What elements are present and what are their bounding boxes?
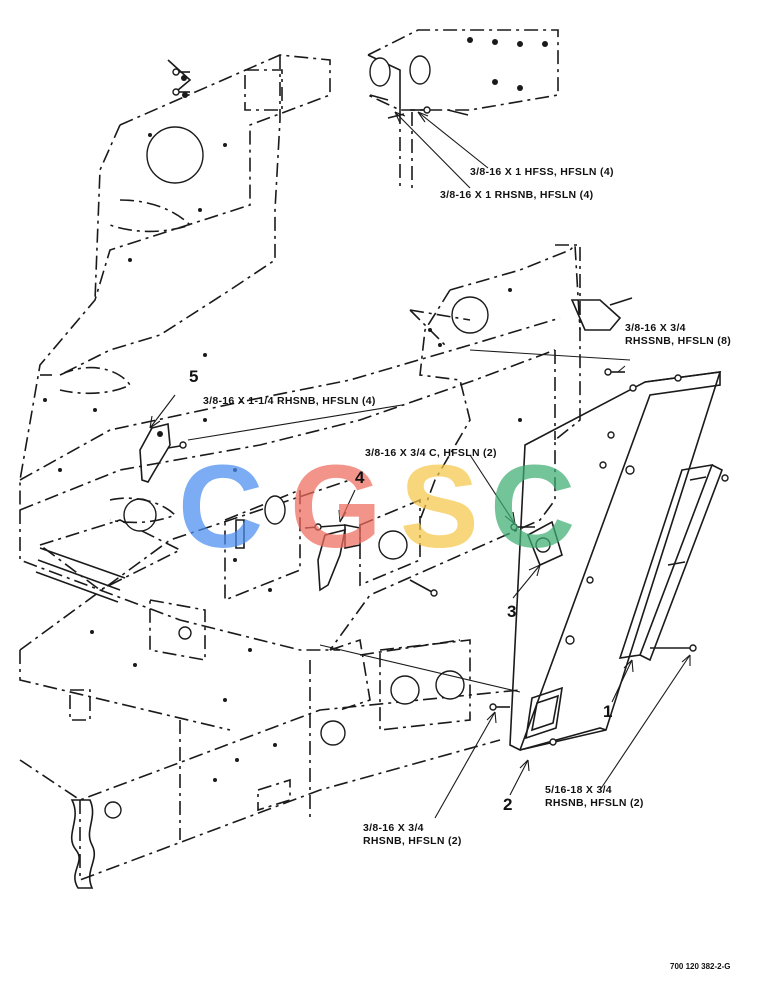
- callout-hfss-bolt: 3/8-16 X 1 HFSS, HFSLN (4): [470, 166, 614, 178]
- drawing-number: 700 120 382-2-G: [670, 962, 731, 971]
- main-frame: [19, 317, 561, 731]
- part-3-bracket: [510, 520, 563, 567]
- item-number-1: 1: [603, 702, 613, 721]
- watermark-letter-g: G: [290, 441, 382, 573]
- part-1-strip: [618, 463, 729, 662]
- top-cross-tube: [367, 29, 559, 190]
- callout-rhssnb-bolt-line1: 3/8-16 X 3/4: [625, 322, 686, 334]
- lower-front-beam: [19, 638, 521, 889]
- item-number-4: 4: [355, 468, 365, 487]
- callout-rhsnb-bolt-top: 3/8-16 X 1 RHSNB, HFSLN (4): [440, 189, 594, 201]
- watermark-letter-s: S: [400, 441, 479, 573]
- callout-5-16-bolt-line2: RHSNB, HFSLN (2): [545, 797, 644, 809]
- part-2-side-sheet: [509, 371, 722, 752]
- callout-rhsnb-bolt-bottom-line2: RHSNB, HFSLN (2): [363, 835, 462, 847]
- callout-carriage-bolt: 3/8-16 X 3/4 C, HFSLN (2): [365, 447, 497, 459]
- watermark-letter-c2: C: [490, 441, 576, 573]
- right-frame-panel: [329, 243, 633, 731]
- item-number-2: 2: [503, 795, 513, 814]
- left-side-panel: [19, 54, 331, 510]
- watermark-letter-c1: C: [178, 441, 264, 573]
- callout-5-16-bolt-line1: 5/16-18 X 3/4: [545, 784, 612, 796]
- leader-lines: [149, 111, 691, 819]
- callout-rhssnb-bolt-line2: RHSSNB, HFSLN (8): [625, 335, 732, 347]
- part-5-bracket: [139, 422, 187, 483]
- callout-rhsnb-bolt-bottom-line1: 3/8-16 X 3/4: [363, 822, 424, 834]
- item-number-5: 5: [189, 367, 199, 386]
- item-number-3: 3: [507, 602, 517, 621]
- callout-rhsnb-bolt-long: 3/8-16 X 1-1/4 RHSNB, HFSLN (4): [203, 395, 376, 407]
- part-4-bracket: [235, 519, 361, 592]
